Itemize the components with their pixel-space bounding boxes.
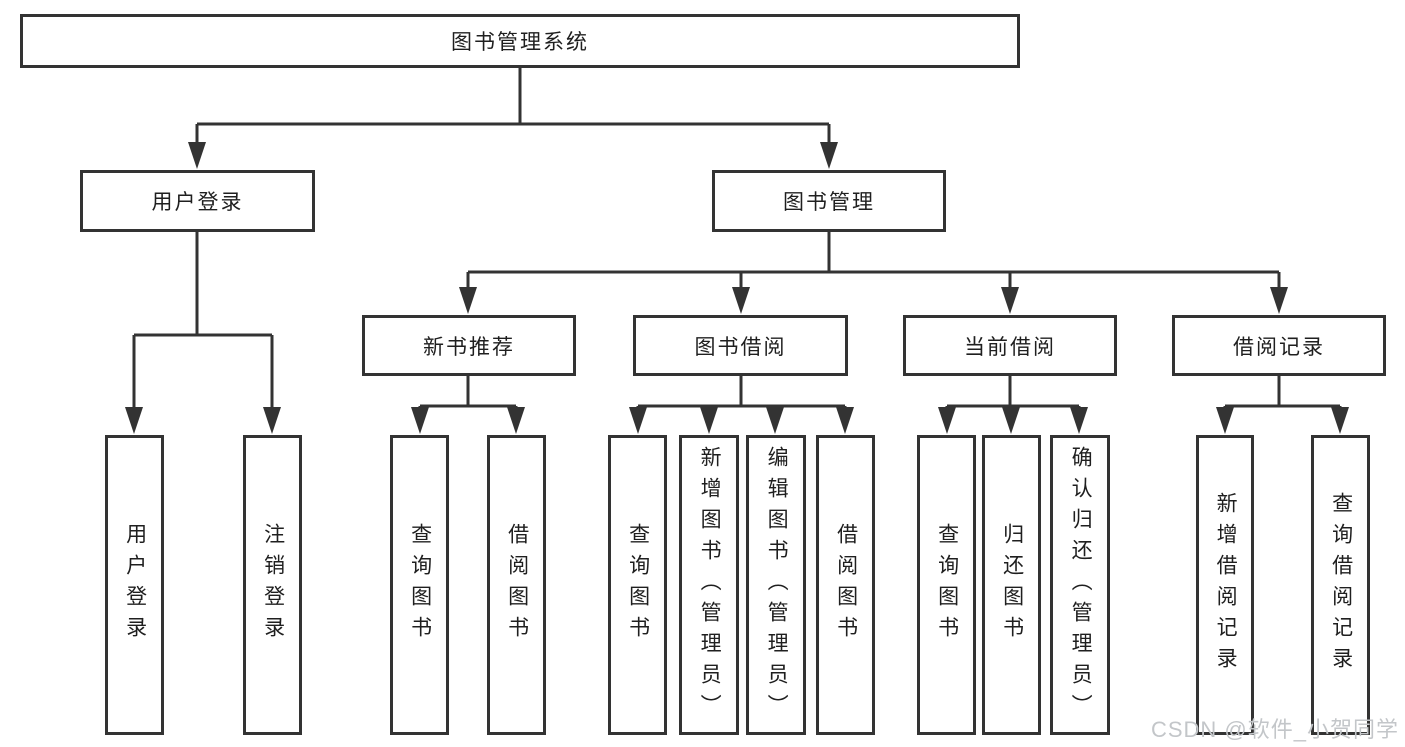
arrow-down-icon bbox=[766, 407, 784, 434]
node-add-books-admin: 新增图书（管理员） bbox=[679, 435, 739, 735]
connector-current-borrow-children bbox=[945, 376, 1081, 412]
arrow-down-icon bbox=[263, 407, 281, 434]
node-label: 新增图书（管理员） bbox=[698, 445, 722, 725]
node-user-login-leaf: 用户登录 bbox=[105, 435, 164, 735]
node-confirm-return-admin: 确认归还（管理员） bbox=[1050, 435, 1110, 735]
connector-borrow-records-children bbox=[1223, 376, 1342, 412]
node-label: 新增借阅记录 bbox=[1214, 492, 1238, 678]
node-label: 用户登录 bbox=[151, 191, 244, 214]
node-book-borrowing: 图书借阅 bbox=[633, 315, 848, 376]
node-label: 图书借阅 bbox=[694, 335, 787, 359]
node-query-books-current: 查询图书 bbox=[917, 435, 976, 735]
connector-new-book-rec-children bbox=[418, 376, 518, 412]
connector-root-to-level2 bbox=[195, 68, 831, 148]
arrow-down-icon bbox=[459, 287, 477, 314]
arrow-down-icon bbox=[820, 142, 838, 169]
node-borrow-books-recommend: 借阅图书 bbox=[487, 435, 546, 735]
node-query-borrow-record: 查询借阅记录 bbox=[1311, 435, 1370, 735]
node-add-borrow-record: 新增借阅记录 bbox=[1196, 435, 1254, 735]
node-label: 借阅图书 bbox=[505, 523, 529, 647]
node-label: 归还图书 bbox=[1000, 523, 1024, 647]
arrow-down-icon bbox=[507, 407, 525, 434]
arrow-down-icon bbox=[732, 287, 750, 314]
node-label: 查询借阅记录 bbox=[1329, 492, 1353, 678]
node-current-borrowing: 当前借阅 bbox=[903, 315, 1117, 376]
node-library-management-system: 图书管理系统 bbox=[20, 14, 1020, 68]
node-label: 借阅记录 bbox=[1233, 335, 1325, 359]
arrow-down-icon bbox=[836, 407, 854, 434]
node-new-book-recommend: 新书推荐 bbox=[362, 315, 576, 376]
node-query-books-recommend: 查询图书 bbox=[390, 435, 449, 735]
connector-user-login-children bbox=[132, 232, 274, 412]
node-label: 注销登录 bbox=[261, 523, 285, 647]
node-label: 确认归还（管理员） bbox=[1069, 445, 1093, 725]
arrow-down-icon bbox=[1270, 287, 1288, 314]
arrow-down-icon bbox=[1216, 407, 1234, 434]
node-label: 新书推荐 bbox=[423, 335, 515, 359]
node-borrow-books-borrowing: 借阅图书 bbox=[816, 435, 875, 735]
node-label: 查询图书 bbox=[626, 523, 650, 647]
arrow-down-icon bbox=[188, 142, 206, 169]
node-label: 图书管理 bbox=[783, 191, 875, 214]
node-label: 图书管理系统 bbox=[451, 31, 589, 54]
node-user-login: 用户登录 bbox=[80, 170, 315, 232]
node-book-management: 图书管理 bbox=[712, 170, 946, 232]
node-label: 借阅图书 bbox=[834, 523, 858, 647]
node-edit-books-admin: 编辑图书（管理员） bbox=[746, 435, 806, 735]
arrow-down-icon bbox=[411, 407, 429, 434]
node-label: 当前借阅 bbox=[964, 335, 1056, 359]
watermark-text: CSDN @软件_小贺同学 bbox=[1150, 717, 1399, 742]
node-query-books-borrowing: 查询图书 bbox=[608, 435, 667, 735]
arrow-down-icon bbox=[1001, 287, 1019, 314]
node-label: 查询图书 bbox=[408, 523, 432, 647]
node-borrowing-records: 借阅记录 bbox=[1172, 315, 1386, 376]
node-logout: 注销登录 bbox=[243, 435, 302, 735]
arrow-down-icon bbox=[629, 407, 647, 434]
connector-book-mgmt-children bbox=[466, 232, 1281, 292]
node-return-books: 归还图书 bbox=[982, 435, 1041, 735]
node-label: 查询图书 bbox=[935, 523, 959, 647]
arrow-down-icon bbox=[1002, 407, 1020, 434]
connector-book-borrow-children bbox=[636, 376, 847, 412]
arrow-down-icon bbox=[1070, 407, 1088, 434]
arrow-down-icon bbox=[1331, 407, 1349, 434]
arrow-down-icon bbox=[938, 407, 956, 434]
arrow-down-icon bbox=[700, 407, 718, 434]
node-label: 编辑图书（管理员） bbox=[765, 445, 789, 725]
arrow-down-icon bbox=[125, 407, 143, 434]
node-label: 用户登录 bbox=[123, 523, 147, 647]
